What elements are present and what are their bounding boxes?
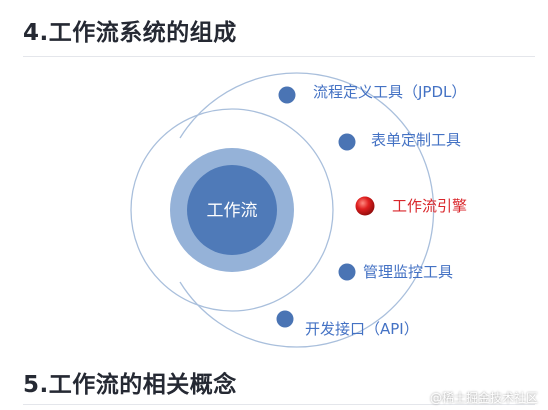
middle-orbit-ring bbox=[130, 108, 334, 312]
next-heading-divider bbox=[23, 404, 535, 405]
outer-orbit-arc bbox=[179, 72, 435, 348]
node-label-api: 开发接口（API） bbox=[305, 320, 419, 338]
watermark: @稀土掘金技术社区 bbox=[429, 391, 538, 405]
node-label-engine: 工作流引擎 bbox=[392, 197, 467, 215]
inner-disk-core bbox=[187, 165, 277, 255]
node-label-form-tool: 表单定制工具 bbox=[371, 131, 461, 149]
center-label: 工作流 bbox=[207, 201, 258, 221]
section-heading: 4.工作流系统的组成 bbox=[23, 20, 237, 46]
next-section-heading: 5.工作流的相关概念 bbox=[23, 372, 237, 398]
node-dot-process-definition bbox=[278, 86, 296, 104]
node-dot-form-tool bbox=[338, 133, 356, 151]
node-dot-monitor-tool bbox=[338, 263, 356, 281]
node-dot-api bbox=[276, 310, 294, 328]
heading-divider bbox=[23, 56, 535, 57]
node-label-process-definition: 流程定义工具（JPDL） bbox=[313, 83, 466, 101]
node-label-monitor-tool: 管理监控工具 bbox=[363, 263, 453, 281]
node-dot-engine bbox=[355, 196, 375, 216]
